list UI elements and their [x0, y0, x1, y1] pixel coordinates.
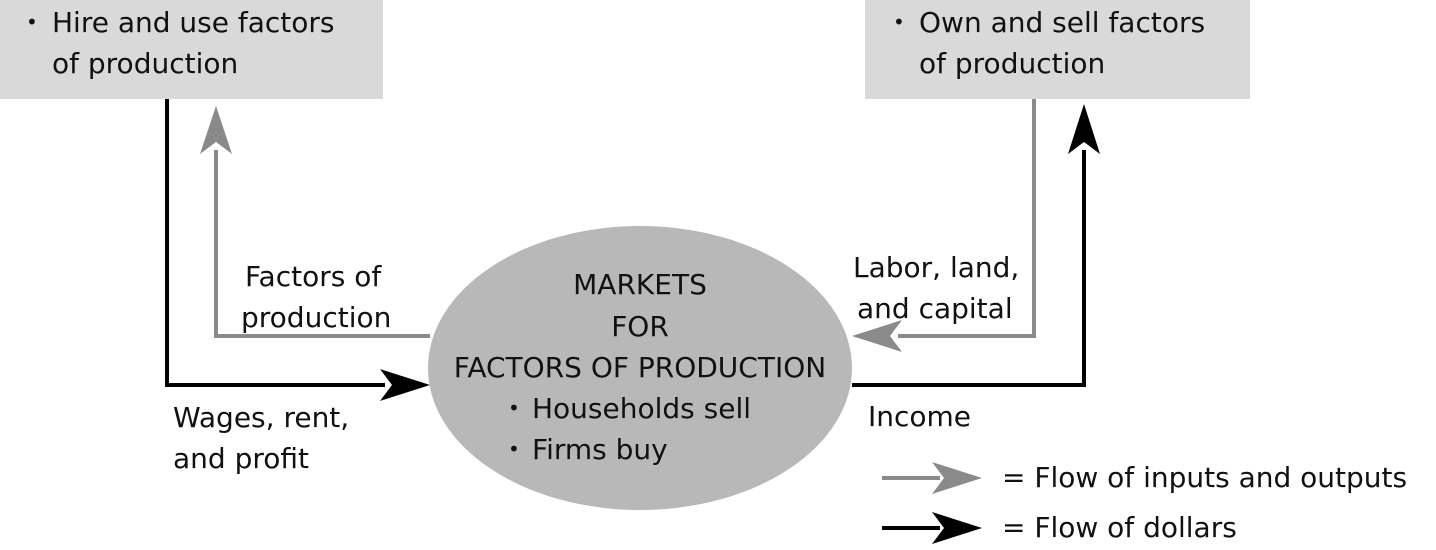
factors-label-line-1: Factors of [245, 260, 382, 293]
bullet-icon: • [26, 10, 38, 34]
labor-label-line-2: and capital [857, 292, 1013, 325]
firms-line-1: Hire and use factors [52, 6, 335, 39]
labor-flow-arrowhead [852, 320, 902, 352]
factors-flow-line [214, 150, 430, 338]
households-box: • Own and sell factors of production [865, 0, 1250, 99]
income-label: Income [868, 400, 972, 433]
market-title-line-2: FOR [611, 310, 669, 343]
factors-flow-arrowhead [200, 106, 232, 154]
market-households-sell: Households sell [532, 392, 752, 425]
firms-box: • Hire and use factors of production [0, 0, 383, 99]
firms-line-2: of production [52, 47, 239, 80]
legend-inputs-label: = Flow of inputs and outputs [1002, 461, 1408, 494]
wages-flow-line [165, 99, 385, 387]
bullet-icon: • [508, 437, 520, 461]
bullet-icon: • [893, 10, 905, 34]
wages-flow-arrowhead [380, 369, 430, 401]
income-flow-line [852, 150, 1086, 387]
market-title-line-1: MARKETS [573, 268, 707, 301]
legend-dollars-label: = Flow of dollars [1002, 511, 1237, 544]
households-line-1: Own and sell factors [919, 6, 1206, 39]
market-firms-buy: Firms buy [532, 433, 668, 466]
labor-flow-line [898, 99, 1036, 338]
factors-label-line-2: production [241, 301, 392, 334]
legend-inputs-arrowhead [932, 462, 982, 494]
wages-label-line-2: and profit [173, 442, 309, 475]
wages-label-line-1: Wages, rent, [173, 401, 350, 434]
market-ellipse [428, 226, 852, 510]
market-title-line-3: FACTORS OF PRODUCTION [453, 351, 827, 384]
labor-label-line-1: Labor, land, [853, 251, 1020, 284]
income-flow-arrowhead [1068, 104, 1100, 154]
households-line-2: of production [919, 47, 1106, 80]
legend-dollars-arrowhead [932, 512, 982, 544]
bullet-icon: • [508, 396, 520, 420]
